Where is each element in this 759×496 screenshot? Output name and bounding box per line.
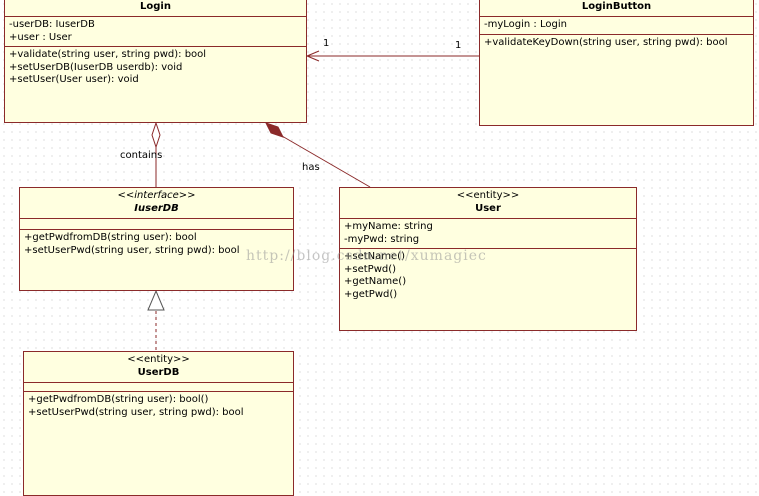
- login-class[interactable]: Login -userDB: IuserDB +user : User +val…: [4, 0, 307, 123]
- watermark: http://blog.csdn.net/xumagiec: [246, 248, 487, 264]
- userdb-attributes: [24, 383, 293, 392]
- userdb-entity[interactable]: <<entity>> UserDB +getPwdfromDB(string u…: [23, 351, 294, 496]
- user-operation: +getName(): [344, 276, 407, 287]
- user-operation: +setName(): [344, 251, 405, 262]
- userdb-name: UserDB: [137, 367, 180, 378]
- login-button-operations: +validateKeyDown(string user, string pwd…: [480, 35, 753, 52]
- composition-label: has: [302, 162, 320, 173]
- userdb-operation: +setUserPwd(string user, string pwd): bo…: [28, 406, 244, 418]
- userdb-operations: +getPwdfromDB(string user): bool() +setU…: [24, 392, 293, 421]
- user-operation: +setPwd(): [344, 263, 397, 275]
- iuserdb-operation: +getPwdfromDB(string user): bool: [24, 232, 197, 243]
- login-button-class-name: LoginButton: [581, 1, 652, 12]
- user-attribute: +myName: string: [344, 221, 433, 232]
- composition-diamond: [265, 122, 284, 138]
- login-button-attributes: -myLogin : Login: [480, 17, 753, 35]
- login-attribute: +user : User: [9, 31, 72, 43]
- login-button-operation: +validateKeyDown(string user, string pwd…: [484, 36, 728, 48]
- aggregation-label: contains: [120, 150, 163, 161]
- iuserdb-operation: +setUserPwd(string user, string pwd): bo…: [24, 244, 240, 256]
- userdb-stereotype: <<entity>>: [127, 354, 190, 365]
- iuserdb-interface[interactable]: <<interface>> IuserDB +getPwdfromDB(stri…: [19, 187, 294, 291]
- realization-triangle: [147, 289, 165, 311]
- login-button-class[interactable]: LoginButton -myLogin : Login +validateKe…: [479, 0, 754, 126]
- user-name: User: [475, 203, 501, 214]
- login-button-attribute: -myLogin : Login: [484, 19, 567, 30]
- login-attribute: -userDB: IuserDB: [9, 19, 95, 30]
- user-attributes: +myName: string -myPwd: string: [340, 219, 636, 249]
- login-operation: +setUserDB(IuserDB userdb): void: [9, 61, 183, 73]
- iuserdb-name: IuserDB: [134, 203, 179, 214]
- user-attribute: -myPwd: string: [344, 233, 420, 245]
- association-target-multiplicity: 1: [323, 38, 330, 49]
- login-attributes: -userDB: IuserDB +user : User: [5, 17, 306, 47]
- iuserdb-operations: +getPwdfromDB(string user): bool +setUse…: [20, 230, 293, 259]
- user-stereotype: <<entity>>: [456, 190, 520, 201]
- composition-line[interactable]: [281, 135, 371, 188]
- login-operations: +validate(string user, string pwd): bool…: [5, 47, 306, 89]
- user-operations: +setName() +setPwd() +getName() +getPwd(…: [340, 249, 636, 303]
- login-class-name: Login: [140, 1, 171, 12]
- login-operation: +validate(string user, string pwd): bool: [9, 49, 207, 60]
- user-entity[interactable]: <<entity>> User +myName: string -myPwd: …: [339, 187, 637, 331]
- login-operation: +setUser(User user): void: [9, 74, 139, 85]
- association-source-multiplicity: 1: [455, 40, 462, 51]
- iuserdb-stereotype: <<interface>>: [117, 190, 196, 201]
- iuserdb-attributes: [20, 219, 293, 230]
- user-operation: +getPwd(): [344, 288, 398, 300]
- userdb-operation: +getPwdfromDB(string user): bool(): [28, 394, 209, 405]
- aggregation-diamond: [151, 121, 161, 149]
- association-arrowhead: [305, 50, 320, 62]
